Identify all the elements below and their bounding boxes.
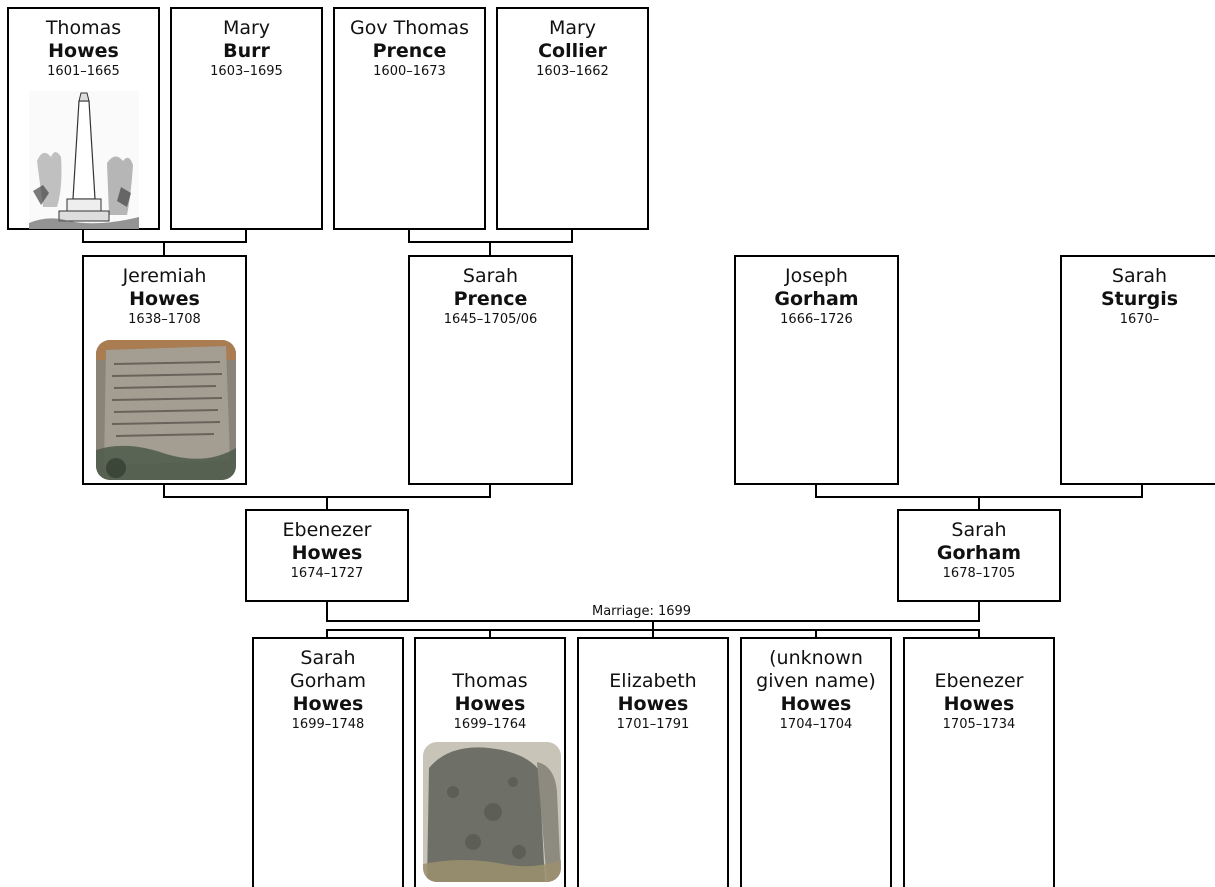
life-dates: 1674–1727 <box>290 566 364 581</box>
person-card-sarah-sturgis[interactable]: Sarah Sturgis 1670– <box>1060 255 1215 485</box>
surname: Howes <box>48 40 119 62</box>
surname: Burr <box>223 40 270 62</box>
given-name: Sarah <box>462 265 519 287</box>
person-card-ebenezer-howes-1674[interactable]: Ebenezer Howes 1674–1727 <box>245 509 409 602</box>
gravestone-photo[interactable] <box>423 742 561 882</box>
marriage-label: Marriage: 1699 <box>589 605 695 619</box>
life-dates: 1666–1726 <box>780 312 853 327</box>
life-dates: 1678–1705 <box>942 566 1016 581</box>
person-card-sarah-prence[interactable]: Sarah Prence 1645–1705/06 <box>408 255 573 485</box>
connector-line <box>326 629 328 638</box>
surname: Howes <box>291 542 363 564</box>
given-name: Mary <box>548 17 597 39</box>
life-dates: 1705–1734 <box>942 717 1016 732</box>
life-dates: 1603–1695 <box>210 64 283 79</box>
given-name: Sarah <box>1111 265 1168 287</box>
person-card-mary-collier[interactable]: Mary Collier 1603–1662 <box>496 7 649 230</box>
connector-line <box>652 622 654 630</box>
connector-line <box>489 241 491 256</box>
surname: Gorham <box>774 288 859 310</box>
surname: Howes <box>943 693 1015 715</box>
connector-line <box>326 496 328 510</box>
connector-line <box>815 485 817 497</box>
connector-line <box>408 230 410 242</box>
given-name: Thomas <box>45 17 122 39</box>
life-dates: 1601–1665 <box>47 64 120 79</box>
connector-line <box>245 230 247 242</box>
given-name: Ebenezer <box>934 670 1024 692</box>
given-name: Joseph <box>785 265 848 287</box>
gravestone-photo[interactable] <box>96 340 236 480</box>
life-dates: 1704–1704 <box>779 717 853 732</box>
given-name: Ebenezer <box>282 519 372 541</box>
connector-line <box>82 230 84 242</box>
given-name-continued: given name) <box>756 670 876 692</box>
person-card-joseph-gorham[interactable]: Joseph Gorham 1666–1726 <box>734 255 899 485</box>
surname: Howes <box>129 288 200 310</box>
connector-line <box>652 629 654 638</box>
monument-sketch-photo[interactable] <box>29 91 139 229</box>
life-dates: 1603–1662 <box>536 64 609 79</box>
surname: Prence <box>453 288 528 310</box>
surname: Howes <box>454 693 526 715</box>
connector-line <box>815 629 817 638</box>
given-name: Elizabeth <box>609 670 697 692</box>
connector-line <box>163 485 165 497</box>
given-name: (unknown <box>769 647 863 669</box>
life-dates: 1600–1673 <box>373 64 446 79</box>
connector-line <box>163 241 165 256</box>
person-card-sarah-gorham-howes[interactable]: Sarah Gorham Howes 1699–1748 <box>252 637 404 887</box>
given-name: Mary <box>222 17 271 39</box>
life-dates: 1701–1791 <box>616 717 690 732</box>
person-card-mary-burr[interactable]: Mary Burr 1603–1695 <box>170 7 323 230</box>
person-card-thomas-prence[interactable]: Gov Thomas Prence 1600–1673 <box>333 7 486 230</box>
given-name: Sarah <box>300 647 356 669</box>
given-name: Thomas <box>452 670 528 692</box>
surname: Collier <box>538 40 607 62</box>
surname: Howes <box>617 693 689 715</box>
life-dates: 1638–1708 <box>128 312 201 327</box>
surname: Prence <box>372 40 447 62</box>
connector-line <box>1141 485 1143 497</box>
life-dates: 1699–1748 <box>291 717 365 732</box>
person-card-elizabeth-howes[interactable]: Elizabeth Howes 1701–1791 <box>577 637 729 887</box>
life-dates: 1670– <box>1119 312 1160 327</box>
surname: Gorham <box>936 542 1022 564</box>
person-card-thomas-howes-1601[interactable]: Thomas Howes 1601–1665 <box>7 7 160 230</box>
connector-line <box>978 602 980 622</box>
given-name: Sarah <box>951 519 1007 541</box>
life-dates: 1645–1705/06 <box>443 312 538 327</box>
life-dates: 1699–1764 <box>453 717 527 732</box>
middle-name: Gorham <box>289 670 367 692</box>
connector-line <box>978 629 980 638</box>
person-card-sarah-gorham-1678[interactable]: Sarah Gorham 1678–1705 <box>897 509 1061 602</box>
person-card-ebenezer-howes-1705[interactable]: Ebenezer Howes 1705–1734 <box>903 637 1055 887</box>
person-card-unknown-howes[interactable]: (unknown given name) Howes 1704–1704 <box>740 637 892 887</box>
given-name: Jeremiah <box>122 265 207 287</box>
connector-line <box>326 602 328 622</box>
surname: Sturgis <box>1100 288 1179 310</box>
given-name: Gov Thomas <box>350 17 469 39</box>
surname: Howes <box>292 693 364 715</box>
connector-line <box>978 496 980 510</box>
person-card-thomas-howes-1699[interactable]: Thomas Howes 1699–1764 <box>414 637 566 887</box>
marriage-line <box>326 620 980 622</box>
connector-line <box>571 230 573 242</box>
connector-line <box>489 629 491 638</box>
person-card-jeremiah-howes[interactable]: Jeremiah Howes 1638–1708 <box>82 255 247 485</box>
connector-line <box>489 485 491 497</box>
surname: Howes <box>780 693 852 715</box>
